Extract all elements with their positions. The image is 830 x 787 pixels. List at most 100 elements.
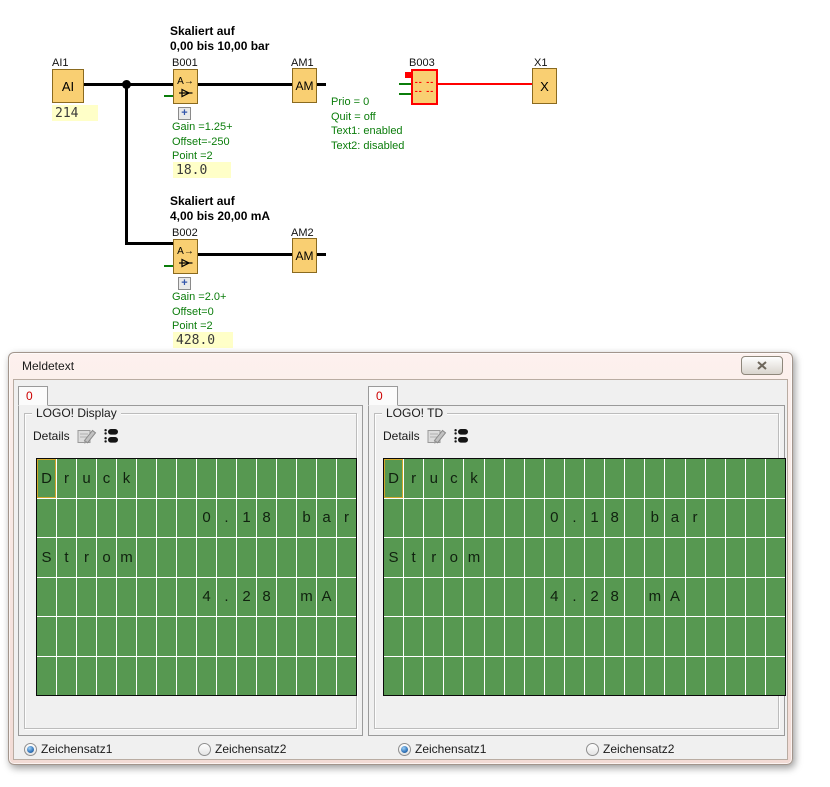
lcd-cell[interactable]: m: [117, 538, 136, 577]
lcd-cell[interactable]: 2: [585, 577, 605, 616]
lcd-cell[interactable]: [504, 617, 524, 656]
lcd-cell[interactable]: [337, 459, 356, 498]
lcd-cell[interactable]: [645, 459, 665, 498]
lcd-cell[interactable]: [237, 538, 256, 577]
lcd-cell[interactable]: r: [337, 498, 356, 537]
lcd-cell[interactable]: [504, 656, 524, 695]
lcd-cell[interactable]: [297, 617, 316, 656]
lcd-cell[interactable]: [725, 498, 745, 537]
lcd-cell[interactable]: [217, 656, 236, 695]
lcd-cell[interactable]: r: [424, 538, 444, 577]
lcd-cell[interactable]: [404, 617, 424, 656]
lcd-cell[interactable]: [544, 538, 564, 577]
block-x1[interactable]: X: [532, 68, 557, 104]
lcd-cell[interactable]: [117, 498, 136, 537]
lcd-cell[interactable]: [137, 617, 156, 656]
lcd-cell[interactable]: [705, 498, 725, 537]
lcd-cell[interactable]: [424, 617, 444, 656]
lcd-cell[interactable]: m: [464, 538, 484, 577]
lcd-cell[interactable]: [97, 577, 116, 616]
lcd-cell[interactable]: [585, 459, 605, 498]
lcd-cell[interactable]: [484, 617, 504, 656]
lcd-cell[interactable]: [745, 577, 765, 616]
lcd-cell[interactable]: [745, 656, 765, 695]
lcd-cell[interactable]: t: [57, 538, 76, 577]
block-am2[interactable]: AM: [292, 238, 317, 273]
lcd-cell[interactable]: [585, 538, 605, 577]
lcd-cell[interactable]: [177, 498, 196, 537]
lcd-cell[interactable]: [705, 617, 725, 656]
lcd-cell[interactable]: c: [444, 459, 464, 498]
lcd-cell[interactable]: k: [464, 459, 484, 498]
lcd-cell[interactable]: r: [77, 538, 96, 577]
lcd-cell[interactable]: D: [37, 459, 56, 498]
expand-parameters-button[interactable]: +: [178, 277, 191, 290]
lcd-cell[interactable]: A: [665, 577, 685, 616]
lcd-cell[interactable]: [605, 538, 625, 577]
lcd-cell[interactable]: [745, 459, 765, 498]
lcd-cell[interactable]: [524, 459, 544, 498]
lcd-cell[interactable]: 8: [605, 577, 625, 616]
lcd-cell[interactable]: [317, 656, 336, 695]
lcd-cell[interactable]: [384, 577, 404, 616]
footprints-icon[interactable]: [454, 428, 470, 444]
lcd-cell[interactable]: [337, 656, 356, 695]
lcd-cell[interactable]: [685, 577, 705, 616]
lcd-cell[interactable]: [484, 538, 504, 577]
lcd-cell[interactable]: [605, 617, 625, 656]
block-b001[interactable]: A→: [173, 69, 198, 104]
lcd-cell[interactable]: [217, 617, 236, 656]
lcd-cell[interactable]: [157, 538, 176, 577]
lcd-cell[interactable]: [484, 459, 504, 498]
lcd-cell[interactable]: [564, 459, 584, 498]
lcd-cell[interactable]: [217, 459, 236, 498]
lcd-cell[interactable]: [157, 498, 176, 537]
lcd-cell[interactable]: [277, 538, 296, 577]
lcd-cell[interactable]: [117, 617, 136, 656]
lcd-cell[interactable]: [257, 656, 276, 695]
lcd-cell[interactable]: [157, 459, 176, 498]
lcd-cell[interactable]: [277, 498, 296, 537]
lcd-cell[interactable]: [197, 538, 216, 577]
lcd-cell[interactable]: [765, 498, 785, 537]
lcd-cell[interactable]: .: [217, 498, 236, 537]
charset1-radio[interactable]: Zeichensatz1: [24, 742, 112, 756]
lcd-cell[interactable]: [705, 577, 725, 616]
lcd-cell[interactable]: [177, 617, 196, 656]
lcd-cell[interactable]: [685, 617, 705, 656]
lcd-cell[interactable]: [564, 538, 584, 577]
lcd-cell[interactable]: [257, 538, 276, 577]
lcd-cell[interactable]: [37, 656, 56, 695]
lcd-cell[interactable]: [544, 617, 564, 656]
lcd-cell[interactable]: [177, 459, 196, 498]
lcd-cell[interactable]: 8: [257, 577, 276, 616]
lcd-cell[interactable]: [665, 459, 685, 498]
lcd-cell[interactable]: .: [217, 577, 236, 616]
lcd-cell[interactable]: [444, 656, 464, 695]
lcd-cell[interactable]: [277, 459, 296, 498]
lcd-cell[interactable]: c: [97, 459, 116, 498]
lcd-cell[interactable]: [625, 498, 645, 537]
lcd-cell[interactable]: [645, 617, 665, 656]
lcd-cell[interactable]: [337, 577, 356, 616]
lcd-cell[interactable]: [625, 656, 645, 695]
lcd-cell[interactable]: [725, 656, 745, 695]
lcd-cell[interactable]: 0: [197, 498, 216, 537]
lcd-cell[interactable]: [317, 459, 336, 498]
footprints-icon[interactable]: [104, 428, 120, 444]
block-b003-message-text[interactable]: -- -- -- --: [411, 69, 438, 105]
lcd-cell[interactable]: [97, 656, 116, 695]
lcd-cell[interactable]: D: [384, 459, 404, 498]
lcd-cell[interactable]: [424, 498, 444, 537]
lcd-cell[interactable]: [277, 656, 296, 695]
lcd-cell[interactable]: [464, 617, 484, 656]
tab-0[interactable]: 0: [18, 386, 48, 406]
lcd-cell[interactable]: [277, 577, 296, 616]
lcd-cell[interactable]: a: [665, 498, 685, 537]
lcd-cell[interactable]: [725, 459, 745, 498]
lcd-cell[interactable]: r: [404, 459, 424, 498]
lcd-cell[interactable]: [524, 577, 544, 616]
lcd-cell[interactable]: [404, 577, 424, 616]
lcd-cell[interactable]: [645, 538, 665, 577]
lcd-cell[interactable]: S: [37, 538, 56, 577]
